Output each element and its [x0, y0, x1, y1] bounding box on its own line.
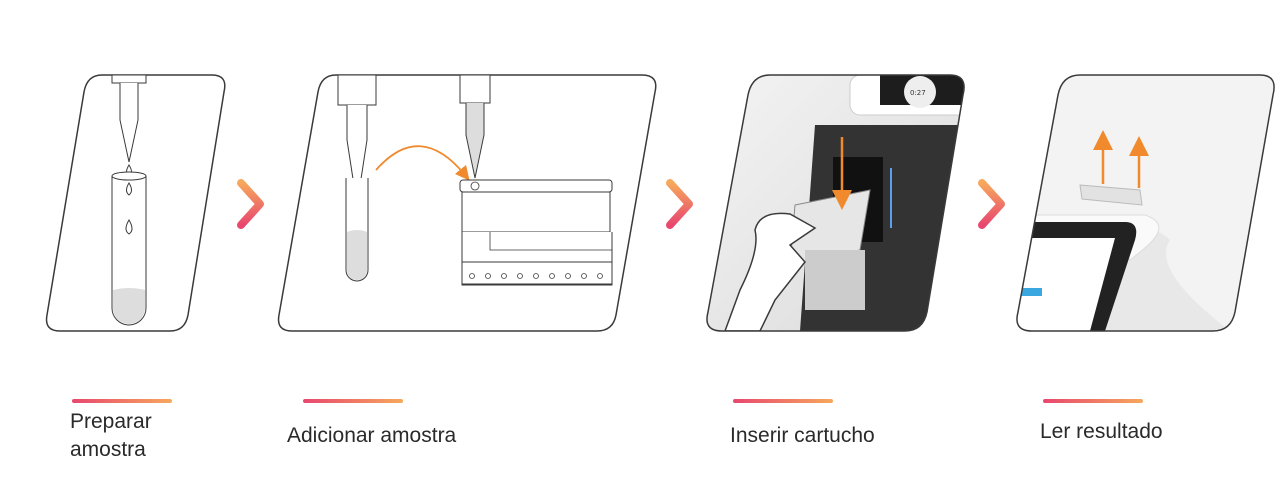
chevron-right-icon	[978, 179, 1005, 229]
device-screen-timer: 0:27	[910, 89, 926, 97]
step-underline	[1043, 399, 1143, 403]
step-label-insert-cartridge: Inserir cartucho	[730, 424, 875, 447]
chevron-right-icon	[666, 179, 693, 229]
panel-add-sample	[277, 74, 657, 332]
step-label-line: amostra	[70, 438, 146, 461]
panel-insert-cartridge: 0:27	[706, 74, 965, 332]
step-underline	[733, 399, 833, 403]
panel-prepare-sample	[45, 74, 226, 332]
step-label-prepare-sample: Preparar amostra	[70, 408, 152, 464]
step-underline	[72, 399, 172, 403]
step-label-line: Preparar	[70, 410, 152, 433]
step-label-add-sample: Adicionar amostra	[287, 424, 457, 447]
chevron-right-icon	[237, 179, 264, 229]
step-underline	[303, 399, 403, 403]
step-label-read-result: Ler resultado	[1040, 420, 1163, 443]
panel-read-result	[1016, 74, 1275, 332]
